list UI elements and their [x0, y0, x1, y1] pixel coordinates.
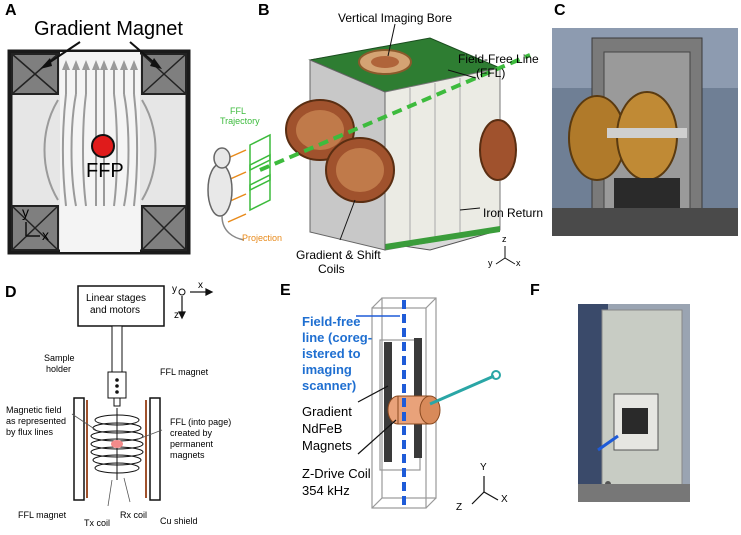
ffl-label-line1: Field-free	[302, 314, 361, 329]
flux-arrowheads	[62, 60, 138, 70]
sample-label-line1: Sample	[44, 353, 75, 363]
axis-x-label: X	[501, 494, 508, 505]
axis-y-label: y	[22, 204, 29, 220]
axis-z-label: z	[174, 310, 179, 321]
panel-a: A	[0, 0, 200, 260]
axis-y-label: y	[172, 284, 177, 295]
gradient-magnet-left	[384, 342, 392, 462]
ffl-label-line2: line (coreg-	[302, 330, 373, 345]
gradient-magnet-title: Gradient Magnet	[34, 18, 183, 40]
panel-b: B	[200, 0, 550, 280]
ffl-magnet-left	[73, 397, 85, 501]
stages-label-line2: and motors	[90, 305, 141, 316]
gradient-label-line3: Magnets	[302, 438, 352, 453]
ffl-into-label-line1: FFL (into page)	[170, 417, 232, 427]
panel-e-label: E	[280, 282, 291, 299]
ffl-line	[259, 53, 531, 172]
coils-label-line1: Gradient & Shift	[296, 248, 381, 262]
panel-f-label: F	[530, 282, 540, 299]
gradient-label-line2: NdFeB	[302, 421, 343, 436]
ffl-label-line3: istered to	[302, 346, 361, 361]
cu-shield-label: Cu shield	[160, 516, 198, 526]
panel-f: F	[530, 280, 741, 535]
panel-c: C	[550, 0, 741, 240]
iron-return-label: Iron Return	[483, 206, 544, 220]
panel-d-label: D	[5, 284, 17, 301]
stages-label-line1: Linear stages	[86, 293, 147, 304]
axis-z-label: z	[502, 234, 507, 244]
panel-e: E Field-fre	[280, 280, 530, 535]
coil-right	[479, 119, 517, 181]
coils-label-line2: Coils	[318, 262, 345, 276]
tx-coil-label: Tx coil	[84, 518, 111, 528]
coil-label-line2: 354 kHz	[302, 483, 350, 498]
ffl-into-label-line3: permanent	[170, 439, 214, 449]
ffl-magnet-bottom-label: FFL magnet	[18, 510, 67, 520]
magnet-block-bottom-left	[11, 205, 59, 251]
capillary	[429, 374, 495, 406]
sample-label-line2: holder	[46, 364, 72, 374]
ndfeb-device-diagram	[356, 297, 501, 509]
magnet-block-bottom-right	[141, 205, 187, 251]
trajectory-label-line2: Trajectory	[220, 116, 260, 126]
axis-x-label: x	[42, 227, 49, 243]
magnet-block-top-right	[141, 53, 187, 95]
magnet-block-top-left	[11, 53, 59, 95]
rx-coil-label: Rx coil	[120, 510, 148, 520]
projection-label: Projection	[242, 233, 283, 243]
coil-left-upper	[285, 99, 355, 161]
ffl-magnet-top-label: FFL magnet	[160, 367, 209, 377]
scanner-photo	[552, 28, 738, 236]
trajectory-label-line1: FFL	[230, 106, 247, 116]
ffl-label-line5: scanner)	[302, 378, 357, 393]
axis-y-label: Y	[480, 462, 487, 473]
panel-a-label: A	[5, 2, 17, 19]
ffl-scanner-diagram	[207, 23, 531, 265]
linear-stages-box	[77, 285, 165, 327]
bore-label: Vertical Imaging Bore	[338, 11, 453, 25]
axis-x-label: x	[198, 280, 203, 291]
gradient-label-line1: Gradient	[302, 404, 352, 419]
ffl-into-label-line4: magnets	[170, 450, 205, 460]
ffl-into-label-line2: created by	[170, 428, 213, 438]
ffl-point	[111, 440, 123, 448]
gradient-magnet-diagram	[7, 41, 191, 255]
panel-b-label: B	[258, 2, 270, 19]
sample-setup-diagram	[71, 285, 214, 507]
axis-x-label: x	[516, 258, 521, 268]
ffl-label-line2: (FFL)	[476, 66, 506, 80]
ffp-label: FFP	[86, 160, 124, 182]
ffl-label-line4: imaging	[302, 362, 352, 377]
axis-z-label: Z	[456, 502, 463, 513]
coil-left-lower	[325, 137, 395, 203]
panel-c-label: C	[554, 2, 566, 19]
axis-y-label: y	[488, 258, 493, 268]
ffl-magnet-right	[149, 397, 161, 501]
device-photo	[578, 304, 690, 502]
coil-label-line1: Z-Drive Coil	[302, 466, 371, 481]
ffl-label-line1: Field-Free Line	[458, 52, 539, 66]
ffp-dot	[91, 134, 115, 158]
field-label-line1: Magnetic field	[6, 405, 62, 415]
ffl-trajectory	[249, 133, 271, 212]
mouse-icon	[207, 147, 245, 241]
field-label-line2: as represented	[6, 416, 67, 426]
field-label-line3: by flux lines	[6, 427, 54, 437]
panel-d: D	[0, 280, 260, 535]
